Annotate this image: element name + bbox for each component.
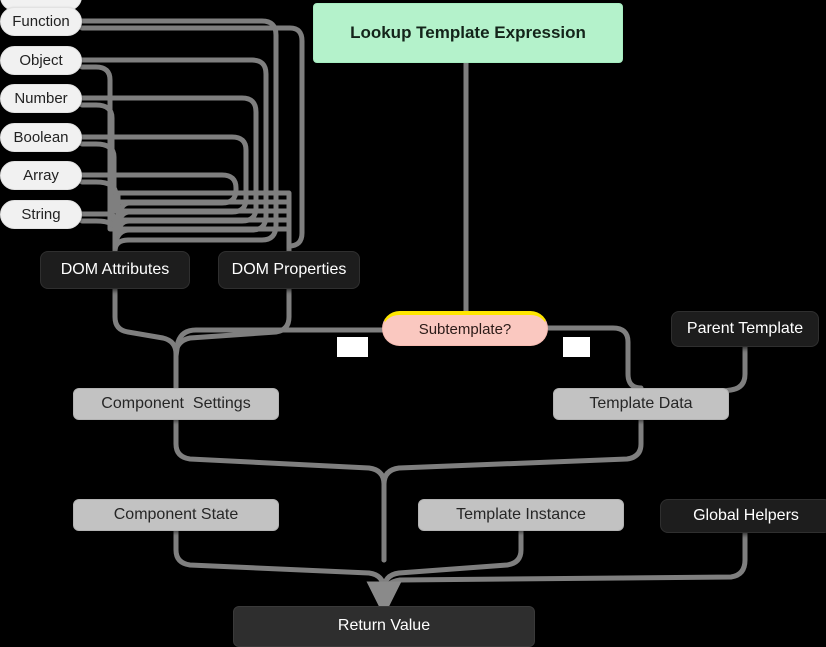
edge-object-dom-properties <box>79 64 292 254</box>
edge-number-dom-properties <box>79 102 292 254</box>
node-string[interactable]: String <box>0 200 82 229</box>
edge-object-dom-attributes <box>79 57 269 254</box>
edge-label-right <box>563 337 590 357</box>
edge-dom-properties-component-settings <box>173 286 292 391</box>
edge-component-state-return-value <box>173 528 387 609</box>
edge-label-left <box>337 337 368 357</box>
edge-global-helpers-return-value <box>381 530 748 609</box>
edge-array-dom-attributes <box>79 172 239 254</box>
node-subtemplate[interactable]: Subtemplate? <box>382 311 548 346</box>
edge-component-settings-return-value <box>173 417 387 563</box>
edge-string-dom-attributes <box>79 211 118 254</box>
node-return-value[interactable]: Return Value <box>233 606 535 647</box>
node-global-helpers[interactable]: Global Helpers <box>660 499 826 533</box>
node-array[interactable]: Array <box>0 161 82 190</box>
node-dom-attributes[interactable]: DOM Attributes <box>40 251 190 289</box>
node-parent-template[interactable]: Parent Template <box>671 311 819 347</box>
edge-dom-attributes-component-settings <box>112 286 179 391</box>
node-boolean[interactable]: Boolean <box>0 123 82 152</box>
edge-number-dom-attributes <box>79 95 259 254</box>
edge-function-dom-attributes <box>79 18 279 254</box>
edge-string-dom-properties <box>79 190 292 254</box>
node-component-state[interactable]: Component State <box>73 499 279 531</box>
edge-array-dom-properties <box>79 179 292 254</box>
edge-template-instance-return-value <box>381 528 524 609</box>
edge-boolean-dom-attributes <box>79 134 249 254</box>
node-object[interactable]: Object <box>0 46 82 75</box>
edge-function-dom-properties <box>79 25 305 254</box>
node-template-data[interactable]: Template Data <box>553 388 729 420</box>
edge-template-data-return-value <box>381 417 644 563</box>
node-number[interactable]: Number <box>0 84 82 113</box>
node-template-instance[interactable]: Template Instance <box>418 499 624 531</box>
edge-subtemplate-template-data <box>545 325 644 391</box>
edge-boolean-dom-properties <box>79 141 292 254</box>
node-function[interactable]: Function <box>0 7 82 36</box>
node-component-settings[interactable]: Component Settings <box>73 388 279 420</box>
node-dom-properties[interactable]: DOM Properties <box>218 251 360 289</box>
node-lookup[interactable]: Lookup Template Expression <box>313 3 623 63</box>
